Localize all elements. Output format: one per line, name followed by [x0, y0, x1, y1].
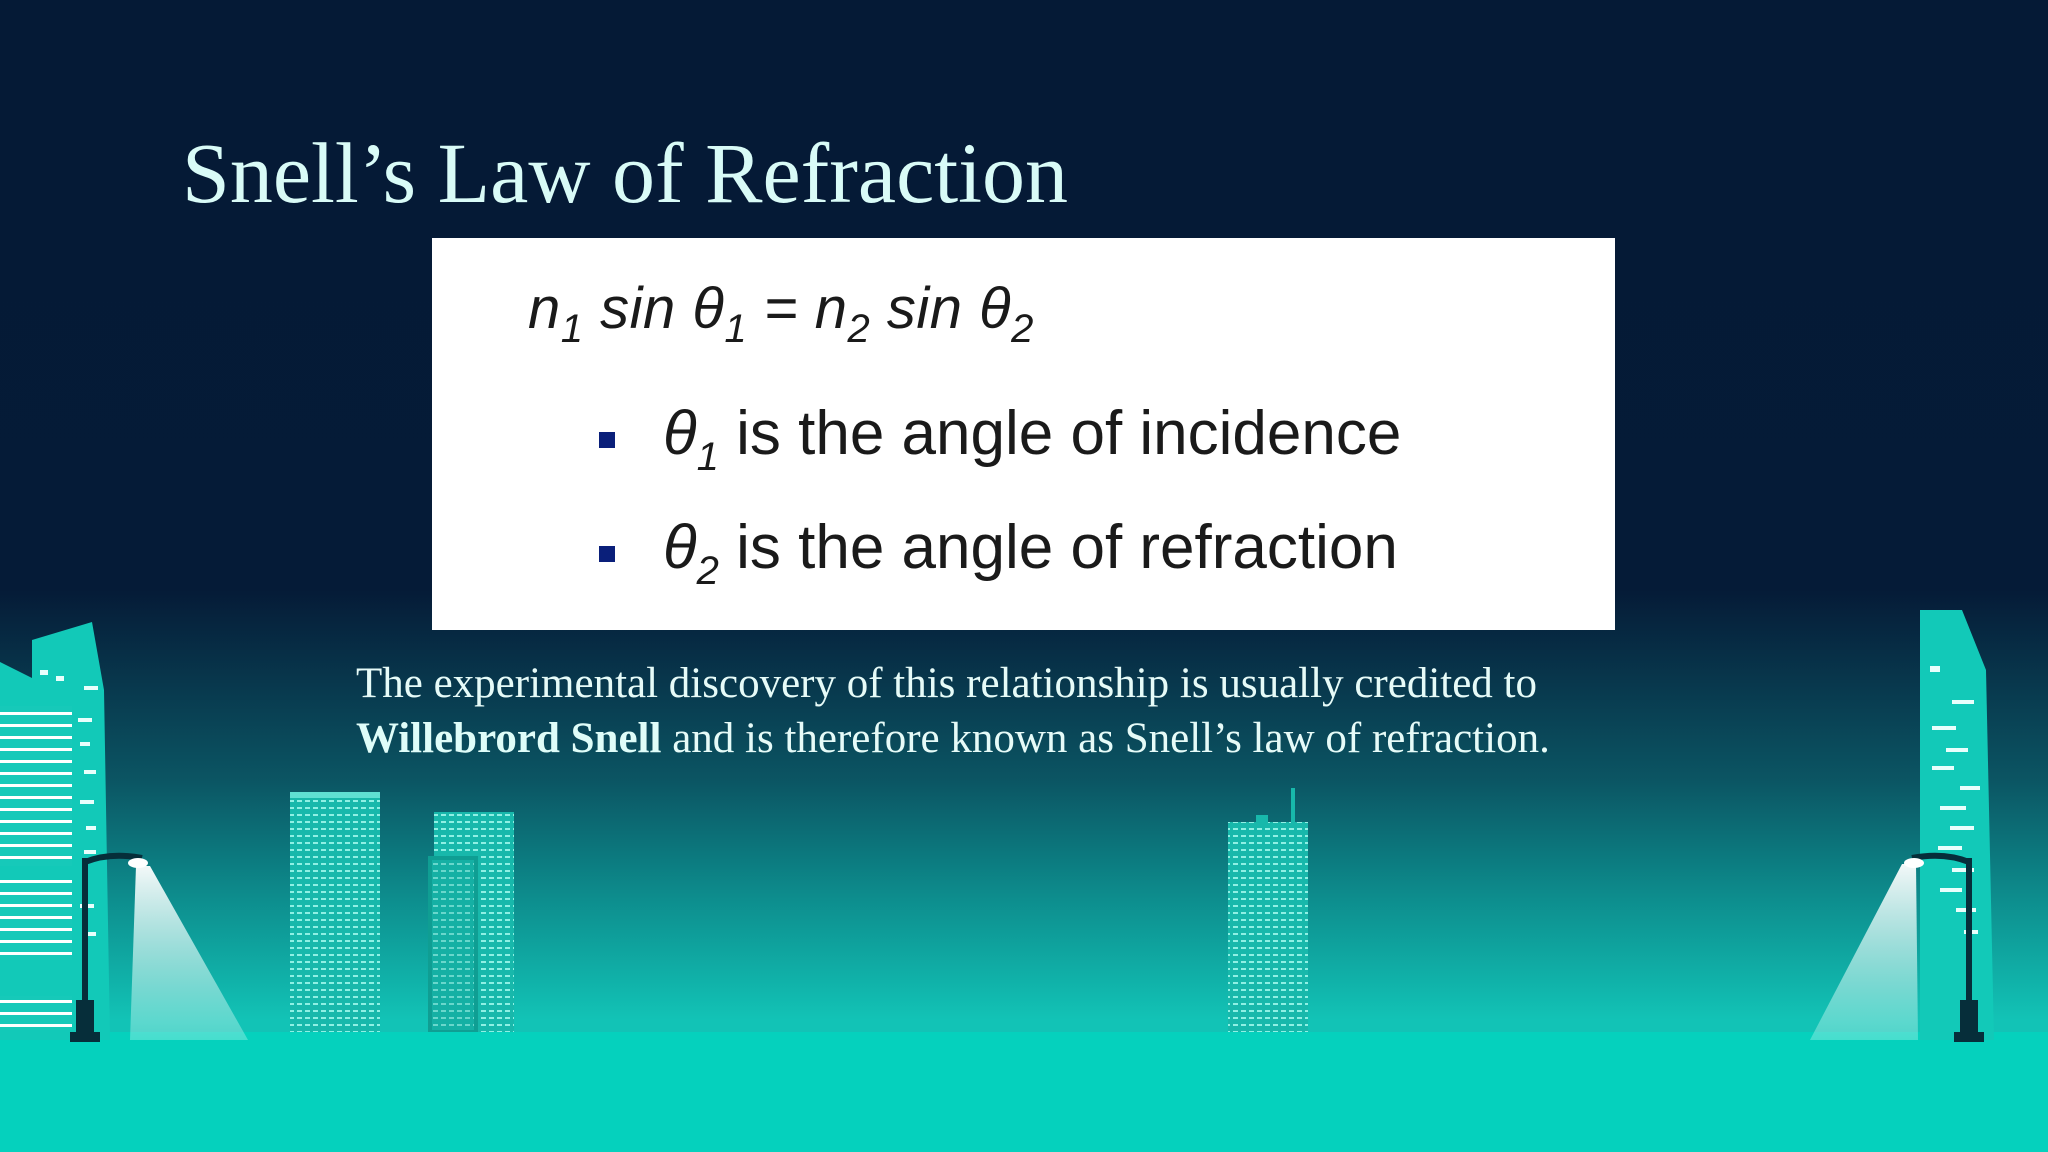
- left-mid-buildings: [290, 792, 514, 1032]
- right-tower: [1920, 610, 1994, 1040]
- slide-title: Snell’s Law of Refraction: [182, 125, 1069, 221]
- theta-subscript: 1: [696, 435, 719, 479]
- left-street-lamp: [70, 852, 248, 1042]
- sin-theta2: sin θ: [870, 276, 1012, 341]
- theta1-subscript: 1: [724, 307, 748, 351]
- ground: [0, 1032, 2048, 1152]
- theta-subscript: 2: [696, 549, 719, 593]
- bullet-marker: [599, 546, 615, 562]
- highlighted-name: Willebrord Snell: [356, 715, 662, 762]
- bullet-text: θ2 is the angle of refraction: [663, 510, 1398, 591]
- left-tower: [0, 622, 110, 1040]
- body-text-part2: and is therefore known as Snell’s law of…: [661, 715, 1550, 762]
- formula-image: n1 sin θ1 = n2 sin θ2 θ1 is the angle of…: [432, 238, 1615, 630]
- theta2-subscript: 2: [1011, 307, 1034, 351]
- body-paragraph: The experimental discovery of this relat…: [356, 656, 1696, 766]
- snells-law-equation: n1 sin θ1 = n2 sin θ2: [528, 274, 1034, 349]
- n1-subscript: 1: [560, 307, 584, 351]
- bullet-marker: [599, 432, 615, 448]
- body-text-part1: The experimental discovery of this relat…: [356, 660, 1537, 707]
- theta-symbol: θ: [663, 513, 697, 582]
- center-tower: [1228, 788, 1308, 1032]
- sin-theta1: sin θ: [583, 276, 725, 341]
- bullet-label: is the angle of refraction: [718, 513, 1398, 582]
- theta-symbol: θ: [663, 399, 697, 468]
- n2-symbol: n: [814, 276, 848, 341]
- bullet-text: θ1 is the angle of incidence: [663, 396, 1402, 477]
- right-street-lamp: [1810, 852, 1984, 1042]
- n1-symbol: n: [528, 276, 561, 341]
- bullet-label: is the angle of incidence: [718, 399, 1402, 468]
- equals-sign: =: [747, 276, 815, 341]
- n2-subscript: 2: [847, 307, 871, 351]
